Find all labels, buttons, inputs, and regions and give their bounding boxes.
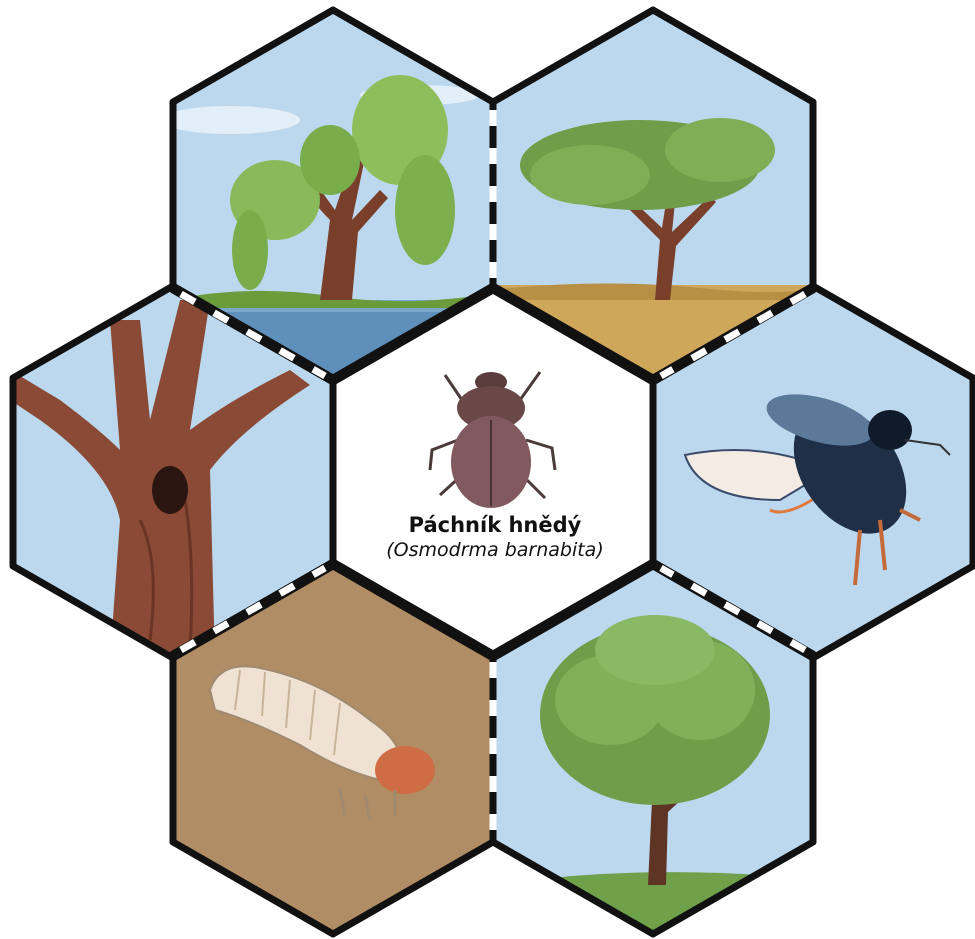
species-caption: Páchník hnědý (Osmodrma barnabita) (335, 512, 655, 562)
species-common-name: Páchník hnědý (335, 512, 655, 538)
species-latin-name: (Osmodrma barnabita) (335, 538, 655, 562)
